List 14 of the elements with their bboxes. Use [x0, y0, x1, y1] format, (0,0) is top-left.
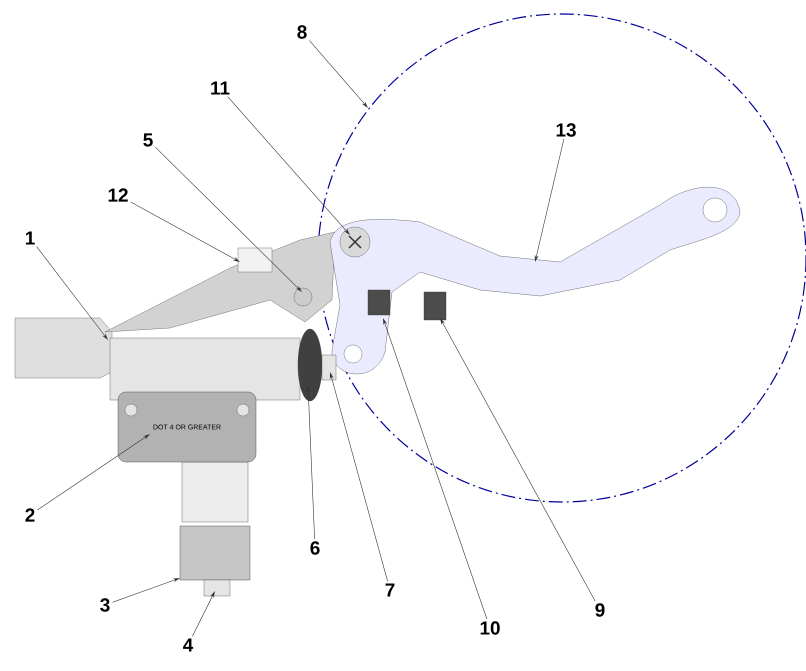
leader-line	[155, 147, 302, 292]
callout-number: 6	[310, 541, 320, 555]
callout-number: 10	[480, 621, 500, 635]
callout-number: 13	[556, 123, 576, 137]
callout-number: 2	[25, 508, 34, 522]
callout-number: 7	[386, 584, 394, 596]
callout-number: 8	[297, 25, 307, 39]
callout-number: 9	[595, 603, 605, 617]
callout-number: 5	[143, 133, 153, 147]
callout-number: 12	[108, 188, 128, 202]
callout-number: 11	[211, 82, 230, 94]
callout-number: 3	[100, 598, 110, 612]
callout-number: 4	[183, 638, 194, 652]
callout-number: 1	[26, 232, 35, 244]
